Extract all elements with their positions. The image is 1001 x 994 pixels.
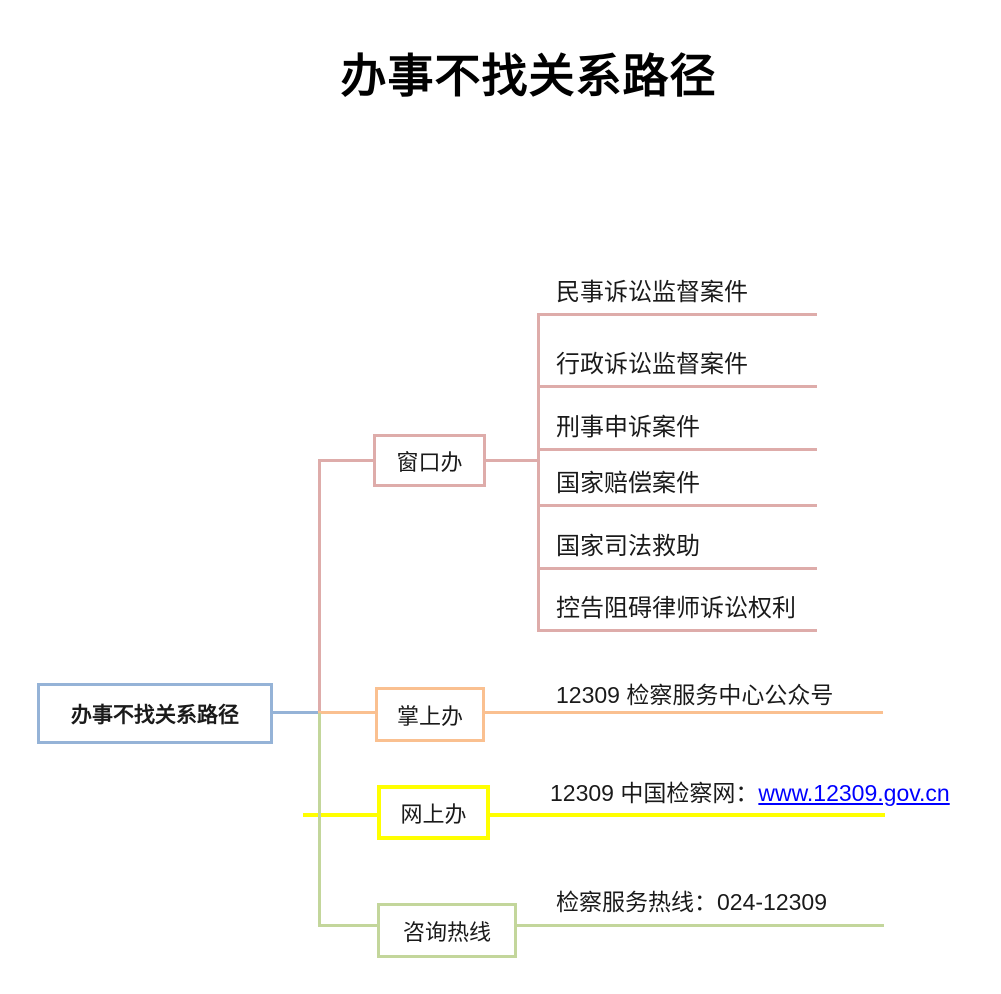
root-node-label: 办事不找关系路径 [71, 703, 239, 727]
connector-root [273, 711, 318, 714]
window-child-underline [537, 448, 817, 451]
connector-window-children-trunk [537, 313, 540, 632]
window-child-criminal-appeal: 刑事申诉案件 [556, 415, 700, 441]
hotline-child-phone-number: 检察服务热线：024-12309 [556, 889, 827, 915]
root-node: 办事不找关系路径 [37, 683, 273, 744]
connector-online-right [490, 813, 885, 817]
window-child-administrative-litigation: 行政诉讼监督案件 [556, 352, 748, 378]
window-child-underline [537, 567, 817, 570]
window-child-judicial-aid: 国家司法救助 [556, 534, 700, 560]
branch-node-window-label: 窗口办 [396, 449, 463, 475]
connector-window-right [486, 459, 537, 462]
branch-node-mobile: 掌上办 [375, 687, 485, 742]
connector-hotline-vertical [318, 713, 321, 927]
window-child-underline [537, 629, 817, 632]
online-child-website: 12309 中国检察网：www.12309.gov.cn [550, 779, 950, 807]
window-child-lawyer-rights-complaint: 控告阻碍律师诉讼权利 [556, 596, 796, 622]
connector-online-left [303, 813, 377, 817]
mobile-child-wechat-account: 12309 检察服务中心公众号 [556, 682, 834, 708]
connector-window-elbow [318, 459, 373, 462]
connector-hotline-elbow [318, 924, 377, 927]
diagram-title: 办事不找关系路径 [340, 51, 717, 102]
online-child-website-prefix: 12309 中国检察网： [550, 780, 759, 806]
window-child-underline [537, 504, 817, 507]
branch-node-online-label: 网上办 [400, 801, 467, 827]
window-child-underline [537, 313, 817, 316]
branch-node-online: 网上办 [377, 785, 490, 840]
website-link[interactable]: www.12309.gov.cn [758, 780, 950, 806]
connector-hotline-right [517, 924, 884, 927]
connector-mobile-right [485, 711, 883, 714]
branch-node-hotline-label: 咨询热线 [402, 919, 491, 945]
window-child-state-compensation: 国家赔偿案件 [556, 471, 700, 497]
connector-mobile-left [318, 711, 375, 714]
window-child-civil-litigation: 民事诉讼监督案件 [556, 280, 748, 306]
connector-window-vertical [318, 459, 321, 714]
branch-node-hotline: 咨询热线 [377, 903, 517, 958]
branch-node-window: 窗口办 [373, 434, 486, 487]
branch-node-mobile-label: 掌上办 [396, 703, 463, 729]
window-child-underline [537, 385, 817, 388]
